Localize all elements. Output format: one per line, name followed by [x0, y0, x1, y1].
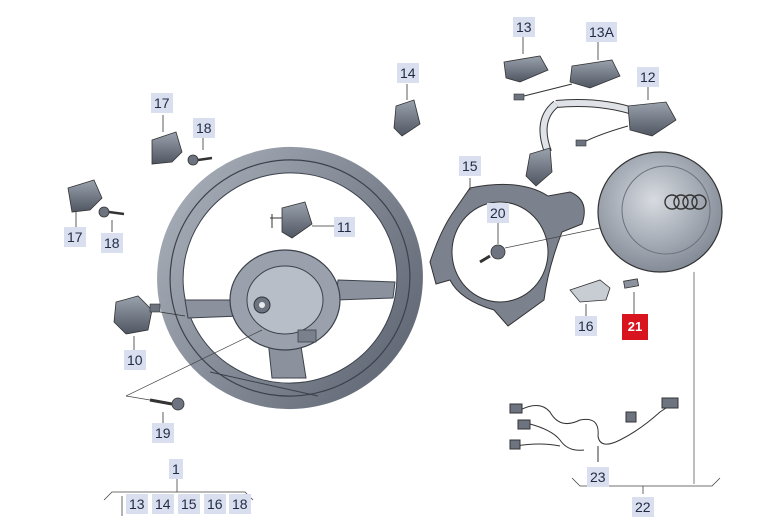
part-21-plug: [623, 278, 640, 314]
bracket-22: [571, 477, 721, 494]
label-16: 16: [575, 316, 597, 336]
part-20-bolt: [479, 222, 601, 264]
label-21: 21: [622, 314, 648, 340]
label-13: 13: [513, 17, 535, 37]
label-sub-16: 16: [204, 494, 226, 514]
part-11-switch: [270, 201, 334, 239]
part-13a-switch: [513, 40, 621, 101]
part-16-cover: [569, 279, 611, 316]
label-17-upper: 17: [151, 93, 173, 113]
label-sub-14: 14: [152, 494, 174, 514]
part-14-cover: [393, 84, 421, 137]
part-19-screw: [125, 329, 263, 424]
label-23: 23: [587, 467, 609, 487]
label-22: 22: [632, 497, 654, 517]
label-14: 14: [397, 63, 419, 83]
part-10-module: [113, 295, 186, 352]
label-20: 20: [487, 203, 509, 223]
audi-rings-logo: [664, 194, 707, 210]
part-18-screw-lower: [98, 206, 125, 232]
label-15: 15: [459, 156, 481, 176]
steering-wheel: [157, 146, 423, 410]
label-sub-13: 13: [126, 494, 148, 514]
part-17-cover-lower: [67, 179, 103, 228]
part-13-switch: [503, 36, 549, 83]
label-sub-18: 18: [229, 494, 251, 514]
label-17-lower: 17: [64, 227, 86, 247]
part-18-screw-upper: [187, 137, 213, 166]
label-sub-15: 15: [178, 494, 200, 514]
label-18-lower: 18: [101, 233, 123, 253]
label-13a: 13A: [586, 22, 617, 42]
part-23-wiring-harness: [509, 397, 679, 462]
label-18-upper: 18: [193, 118, 215, 138]
part-17-cover-upper: [151, 115, 183, 165]
part-12-switch-assembly: [525, 84, 677, 187]
label-11: 11: [334, 217, 355, 237]
airbag-unit: [597, 151, 723, 484]
label-19: 19: [152, 423, 174, 443]
label-1: 1: [169, 459, 183, 479]
label-10: 10: [124, 350, 146, 370]
part-15-trim: [429, 178, 585, 327]
label-12: 12: [637, 67, 659, 87]
